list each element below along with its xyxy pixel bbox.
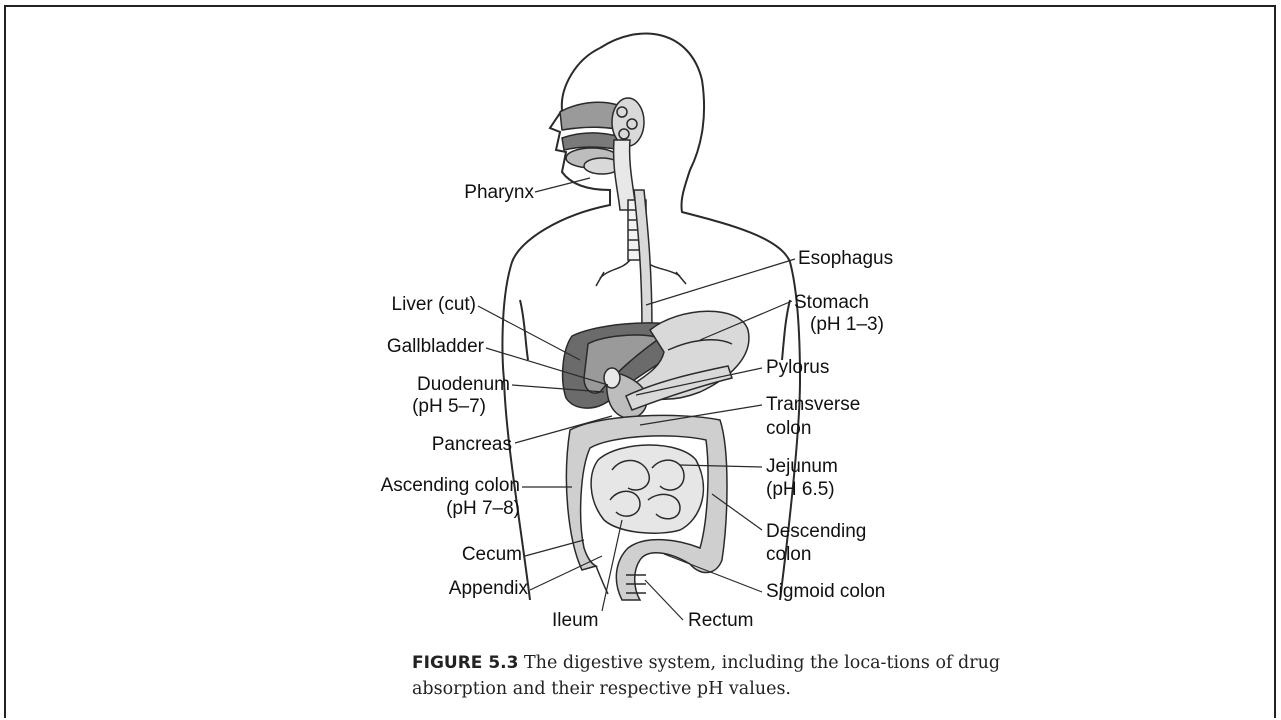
label-jejunum-ph: (pH 6.5) xyxy=(766,479,835,501)
label-pylorus: Pylorus xyxy=(766,357,829,379)
label-rectum: Rectum xyxy=(688,610,753,632)
label-stomach-ph: (pH 1–3) xyxy=(810,314,884,336)
label-ascending-colon-ph: (pH 7–8) xyxy=(330,498,520,520)
label-pharynx: Pharynx xyxy=(398,182,534,204)
label-gallbladder: Gallbladder xyxy=(334,336,484,358)
figure-number: FIGURE 5.3 xyxy=(412,653,518,673)
label-transverse-colon: Transverse xyxy=(766,394,860,416)
label-liver: Liver (cut) xyxy=(330,294,476,316)
figure-caption: FIGURE 5.3 The digestive system, includi… xyxy=(412,650,1052,702)
label-duodenum: Duodenum xyxy=(354,374,510,396)
label-appendix: Appendix xyxy=(380,578,528,600)
label-stomach: Stomach xyxy=(794,292,869,314)
label-esophagus: Esophagus xyxy=(798,248,893,270)
label-duodenum-ph: (pH 5–7) xyxy=(354,396,486,418)
label-ileum: Ileum xyxy=(552,610,598,632)
label-pancreas: Pancreas xyxy=(354,434,512,456)
small-intestine xyxy=(591,445,703,533)
label-ascending-colon: Ascending colon xyxy=(330,475,520,497)
label-jejunum: Jejunum xyxy=(766,456,838,478)
label-sigmoid-colon: Sigmoid colon xyxy=(766,581,885,603)
label-transverse-colon-2: colon xyxy=(766,418,811,440)
mouth-and-salivary xyxy=(560,98,644,174)
label-cecum: Cecum xyxy=(380,544,522,566)
label-descending-colon-2: colon xyxy=(766,544,811,566)
label-descending-colon: Descending xyxy=(766,521,866,543)
